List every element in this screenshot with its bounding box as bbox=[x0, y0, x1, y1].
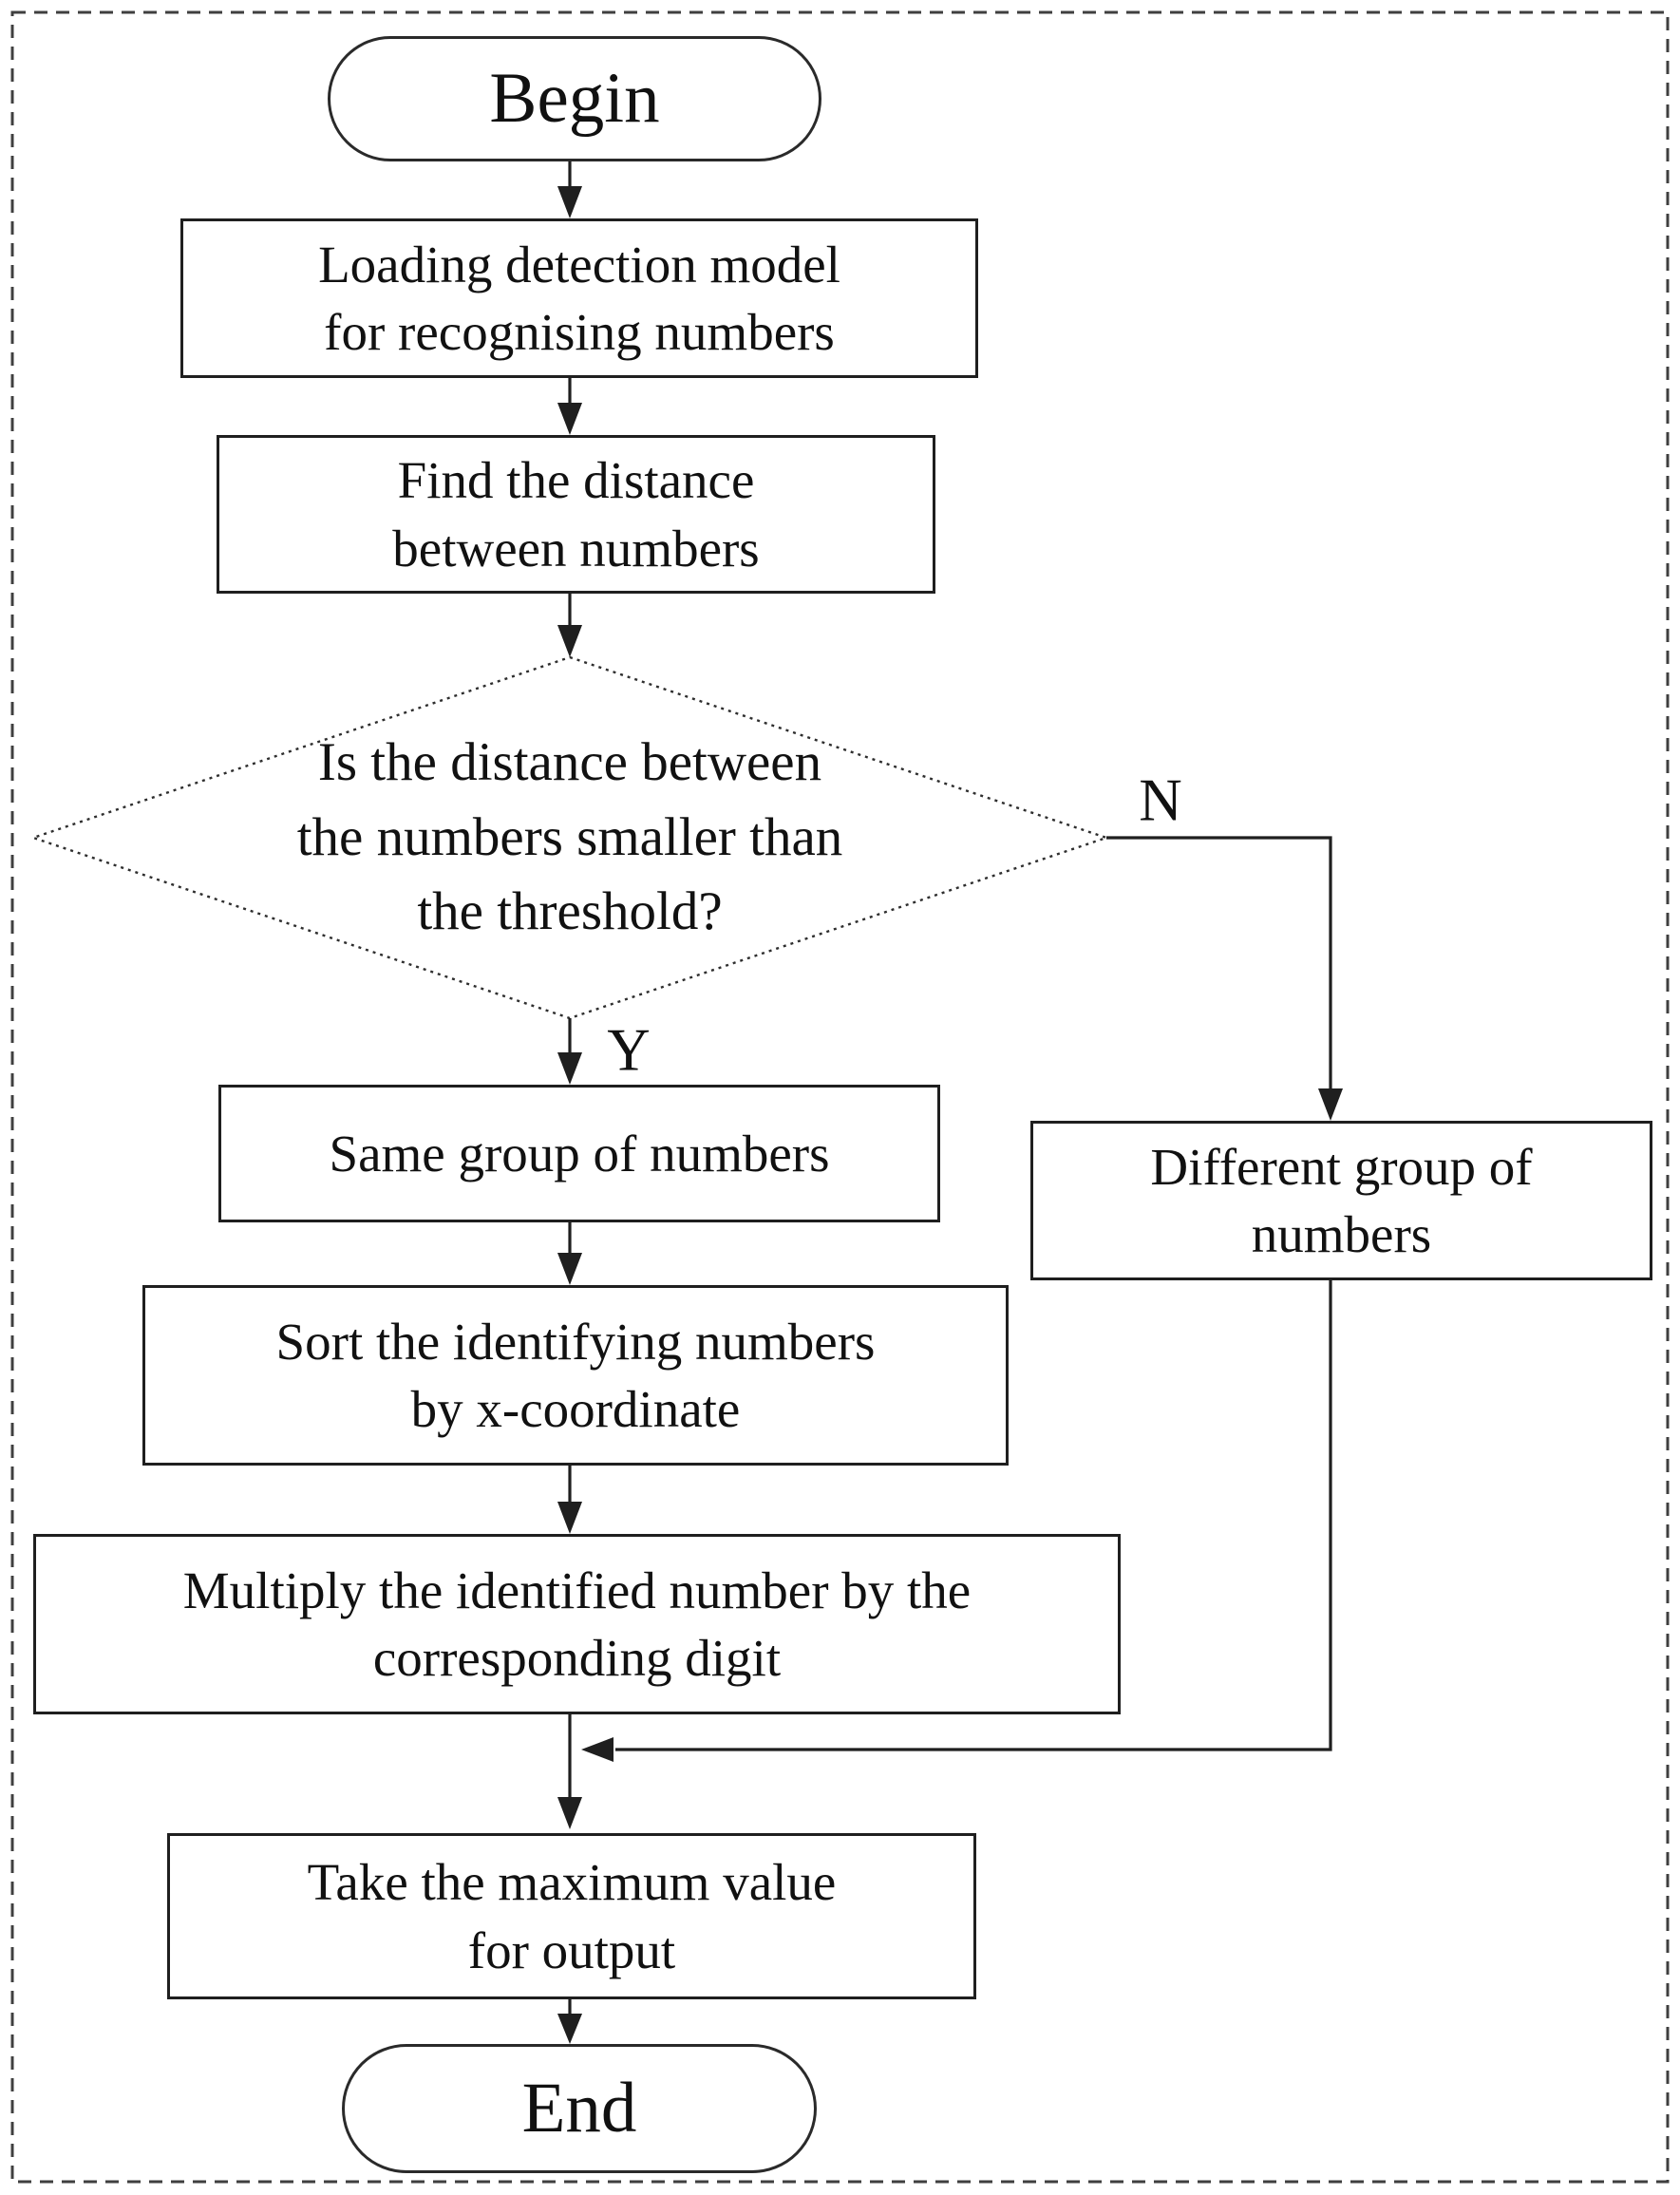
node-find-distance: Find the distance between numbers bbox=[217, 435, 935, 594]
edge-different-merge-shaft bbox=[615, 1280, 1332, 1751]
node-same-group: Same group of numbers bbox=[218, 1085, 940, 1222]
edge-decision-different-shaft bbox=[1106, 836, 1332, 1090]
node-take-maximum-label: Take the maximum value for output bbox=[307, 1853, 837, 1979]
edge-find-decision-arrowhead bbox=[557, 625, 582, 657]
node-take-maximum: Take the maximum value for output bbox=[167, 1833, 976, 1999]
node-different-group: Different group of numbers bbox=[1030, 1121, 1652, 1280]
node-sort-by-x-label: Sort the identifying numbers by x-coordi… bbox=[275, 1312, 876, 1439]
edge-same-sort-arrowhead bbox=[557, 1253, 582, 1285]
node-different-group-label: Different group of numbers bbox=[1150, 1137, 1533, 1264]
node-same-group-label: Same group of numbers bbox=[329, 1124, 830, 1183]
node-begin: Begin bbox=[328, 36, 821, 161]
node-end: End bbox=[342, 2044, 817, 2173]
branch-label-no: N bbox=[1139, 766, 1182, 834]
edge-decision-same-arrowhead bbox=[557, 1052, 582, 1085]
edge-multiply-take-arrowhead bbox=[557, 1797, 582, 1829]
edge-loading-find-arrowhead bbox=[557, 403, 582, 435]
node-end-label: End bbox=[521, 2068, 637, 2148]
edge-begin-loading-arrowhead bbox=[557, 186, 582, 218]
edge-sort-multiply-arrowhead bbox=[557, 1502, 582, 1534]
node-begin-label: Begin bbox=[489, 58, 660, 138]
node-sort-by-x: Sort the identifying numbers by x-coordi… bbox=[142, 1285, 1009, 1466]
node-decision-threshold-label: Is the distance between the numbers smal… bbox=[296, 732, 843, 942]
edge-decision-different-arrowhead bbox=[1318, 1088, 1343, 1121]
page-dashed-border bbox=[10, 10, 1670, 2184]
edge-different-merge-arrowhead bbox=[581, 1737, 613, 1762]
node-find-distance-label: Find the distance between numbers bbox=[392, 451, 760, 577]
node-decision-threshold: Is the distance between the numbers smal… bbox=[142, 724, 997, 952]
node-multiply-digit-label: Multiply the identified number by the co… bbox=[182, 1561, 972, 1688]
node-multiply-digit: Multiply the identified number by the co… bbox=[33, 1534, 1121, 1714]
node-loading-detection-model-label: Loading detection model for recognising … bbox=[318, 235, 840, 362]
node-loading-detection-model: Loading detection model for recognising … bbox=[180, 218, 978, 378]
edge-take-end-arrowhead bbox=[557, 2014, 582, 2044]
branch-label-yes: Y bbox=[607, 1016, 651, 1084]
